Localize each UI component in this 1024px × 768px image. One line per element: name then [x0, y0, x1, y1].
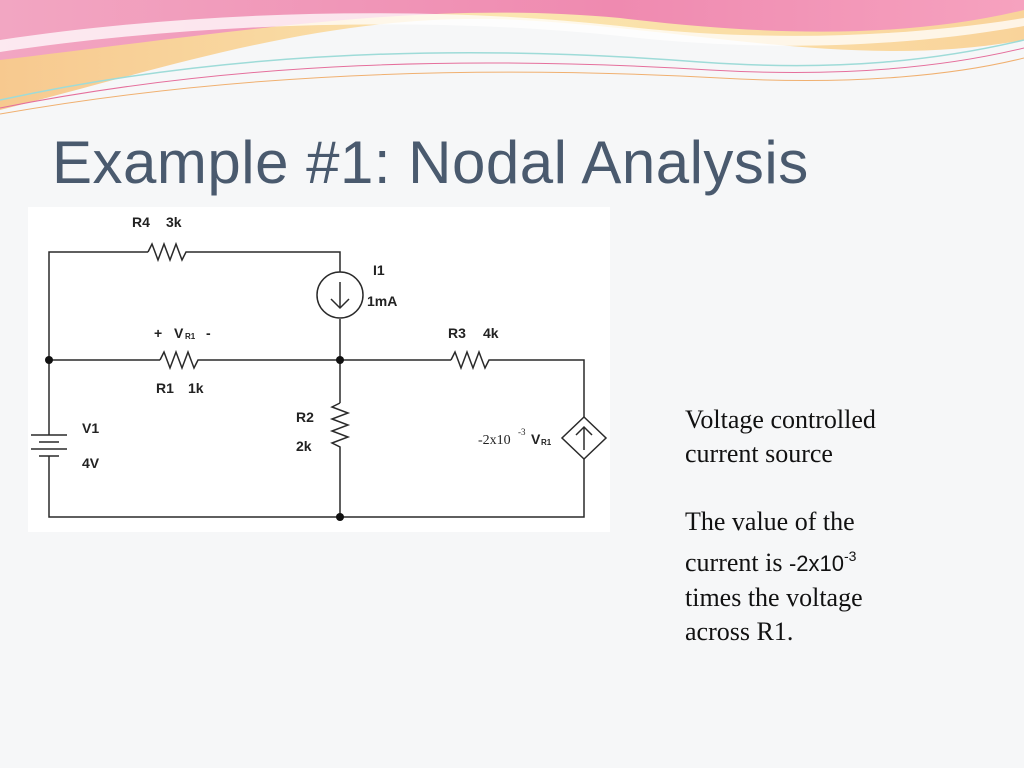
vccs-exp-label: -3	[518, 427, 526, 437]
r2-name-label: R2	[296, 409, 314, 425]
note-line-formula: current is -2x10-3	[685, 539, 985, 581]
page-title: Example #1: Nodal Analysis	[52, 129, 809, 196]
decorative-banner	[0, 0, 1024, 115]
vr1-sub-label: R1	[185, 332, 196, 341]
r4-value-label: 3k	[166, 214, 182, 230]
note-number: -2x10	[788, 551, 845, 576]
note-exponent: -3	[844, 548, 857, 564]
resistor-r2	[329, 402, 351, 449]
vr1-minus-label: -	[206, 325, 211, 341]
r1-value-label: 1k	[188, 380, 204, 396]
current-source-i1	[316, 271, 364, 319]
vccs-ctrl-sub-label: R1	[541, 438, 552, 447]
banner-peach-line	[0, 57, 1024, 115]
voltage-source-v1	[31, 390, 67, 457]
junction-dot	[336, 356, 344, 364]
note-line: times the voltage	[685, 583, 863, 612]
i1-name-label: I1	[373, 262, 385, 278]
note-line: across R1.	[685, 617, 794, 646]
banner-aqua-line	[0, 39, 1024, 101]
r3-name-label: R3	[448, 325, 466, 341]
note-line: Voltage controlled	[685, 405, 876, 434]
circuit-diagram: R4 3k I1 1mA + V R1 - R1 1k R3 4k	[28, 207, 610, 532]
note-line: current source	[685, 439, 833, 468]
v1-name-label: V1	[82, 420, 99, 436]
r4-name-label: R4	[132, 214, 150, 230]
junction-dot	[336, 513, 344, 521]
v1-value-label: 4V	[82, 455, 100, 471]
note-text: current is	[685, 548, 789, 577]
dependent-current-source	[560, 415, 608, 461]
r2-value-label: 2k	[296, 438, 312, 454]
resistor-r1	[159, 349, 204, 371]
vr1-plus-label: +	[154, 325, 162, 341]
banner-pink-band	[0, 0, 1024, 60]
vr1-name-label: V	[174, 325, 184, 341]
i1-value-label: 1mA	[367, 293, 397, 309]
junction-dot	[45, 356, 53, 364]
note-line: The value of the	[685, 507, 855, 536]
resistor-r3	[450, 349, 494, 371]
r1-name-label: R1	[156, 380, 174, 396]
vccs-ctrl-label: V	[531, 431, 541, 447]
circuit-wires	[48, 251, 585, 518]
resistor-r4	[147, 241, 190, 263]
banner-pink-line	[0, 47, 1024, 109]
banner-white-swoosh	[0, 13, 1024, 52]
vccs-coef-label: -2x10	[478, 433, 511, 448]
r3-value-label: 4k	[483, 325, 499, 341]
explanation-text: Voltage controlled current source The va…	[685, 403, 985, 649]
